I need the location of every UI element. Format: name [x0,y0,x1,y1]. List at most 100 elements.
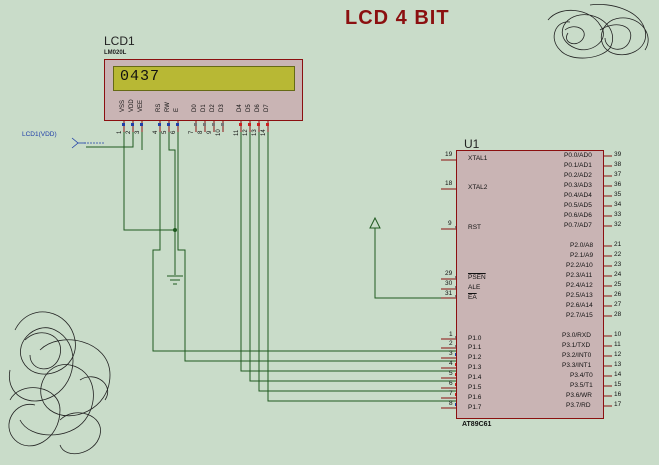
mcu-pin-number: 26 [614,291,622,298]
lcd-pin-number: 10 [216,129,222,136]
lcd-pin-number: 9 [207,130,213,134]
mcu-pin-label: EA [468,294,477,301]
mcu-pin-number: 2 [449,340,453,347]
lcd-pin-number: 5 [162,130,168,134]
lcd-pin-label: D0 [192,104,198,112]
mcu-pin-label: P3.3/INT1 [562,362,592,369]
mcu-pin-number: 3 [449,350,453,357]
mcu-pin-label: P2.4/A12 [566,282,593,289]
mcu-pin-number: 32 [614,221,622,228]
mcu-pin-label: P2.3/A11 [566,272,593,279]
junction-dot [173,228,177,232]
mcu-pin-label: P2.0/A8 [570,242,594,249]
lcd-pin-label: VEE [138,99,144,112]
lcd-pin-stubs [123,121,269,132]
lcd-pin-number: 3 [135,130,141,134]
scribble-bottom-left [8,311,111,454]
mcu-component[interactable] [456,150,604,419]
mcu-pin-number: 12 [614,351,622,358]
mcu-pin-number: 5 [449,370,453,377]
mcu-pin-number: 28 [614,311,622,318]
schematic-title: LCD 4 BIT [345,7,450,29]
mcu-pin-number: 16 [614,391,622,398]
power-terminal-arrow [369,216,381,229]
mcu-pin-label: P1.7 [468,404,482,411]
lcd-pin-label: D5 [246,104,252,112]
net-label-arrow [71,137,104,149]
mcu-pin-label: P2.1/A9 [570,252,594,259]
scribble-top-right [547,4,649,59]
mcu-pin-label: P2.6/A14 [566,302,593,309]
lcd-pin-number: 7 [189,130,195,134]
mcu-pin-number: 36 [614,181,622,188]
mcu-pin-label: P3.7/RD [566,402,591,409]
mcu-pin-number: 35 [614,191,622,198]
mcu-pin-label: P2.7/A15 [566,312,593,319]
lcd-pin-number: 2 [126,130,132,134]
mcu-pin-number: 11 [614,341,621,348]
mcu-left-pin-stubs [441,159,456,409]
lcd-pin-number: 14 [261,129,267,136]
mcu-pin-number: 17 [614,401,622,408]
mcu-pin-label: P0.4/AD4 [564,192,592,199]
mcu-pin-number: 14 [614,371,622,378]
mcu-pin-number: 15 [614,381,622,388]
lcd-pin-number: 13 [252,129,258,136]
lcd-pin-number: 6 [171,130,177,134]
mcu-pin-label: P0.0/AD0 [564,152,592,159]
mcu-pin-number: 30 [445,280,453,287]
mcu-pin-number: 31 [445,290,453,297]
lcd-pin-label: D3 [219,104,225,112]
lcd-pin-number: 11 [234,129,240,136]
mcu-pin-number: 27 [614,301,622,308]
mcu-pin-number: 10 [614,331,622,338]
lcd-reference-label: LCD1 [104,34,135,48]
mcu-pin-number: 24 [614,271,622,278]
mcu-pin-label: P1.1 [468,344,482,351]
vdd-net-label[interactable]: LCD1(VDD) [22,131,57,138]
mcu-pin-label: P1.6 [468,394,482,401]
lcd-model-label: LM020L [104,50,127,56]
mcu-pin-label: P1.5 [468,384,482,391]
mcu-pin-label: RST [468,224,481,231]
lcd-pin-label: E [174,107,180,112]
mcu-pin-label: P1.3 [468,364,482,371]
mcu-pin-number: 1 [449,331,453,338]
mcu-pin-label: P3.5/T1 [570,382,593,389]
lcd-pin-number: 1 [117,130,123,134]
mcu-pin-label: P3.1/TXD [562,342,591,349]
lcd-pin-number: 12 [243,129,249,136]
mcu-pin-number: 6 [449,380,453,387]
lcd-pin-label: D6 [255,104,261,112]
mcu-pin-label: P0.3/AD3 [564,182,592,189]
mcu-pin-label: P3.6/WR [566,392,593,399]
lcd-pin-label: RW [165,102,171,112]
lcd-pin-label: D2 [210,104,216,112]
mcu-pin-label: P2.2/A10 [566,262,593,269]
lcd-display-text: 0437 [120,68,161,85]
lcd-pin-label: VDD [129,99,135,112]
mcu-pin-label: P1.2 [468,354,482,361]
mcu-pin-number: 37 [614,171,622,178]
mcu-pin-label: P0.7/AD7 [564,222,592,229]
lcd-pin-number: 8 [198,130,204,134]
mcu-pin-number: 18 [445,180,453,187]
mcu-pin-number: 21 [614,241,622,248]
mcu-pin-number: 19 [445,151,453,158]
mcu-pin-label: XTAL2 [468,184,488,191]
mcu-pin-number: 29 [445,270,453,277]
mcu-pin-label: P0.5/AD5 [564,202,592,209]
mcu-pin-number: 4 [449,360,453,367]
lcd-pin-number: 4 [153,130,159,134]
mcu-pin-number: 38 [614,161,622,168]
mcu-pin-number: 9 [448,220,452,227]
mcu-reference-label: U1 [464,137,480,151]
mcu-pin-number: 13 [614,361,622,368]
mcu-pin-number: 25 [614,281,622,288]
mcu-pin-number: 33 [614,211,622,218]
mcu-pin-label: P3.4/T0 [570,372,593,379]
mcu-pin-label: P0.6/AD6 [564,212,592,219]
mcu-pin-label: P1.4 [468,374,482,381]
wires [86,132,456,402]
